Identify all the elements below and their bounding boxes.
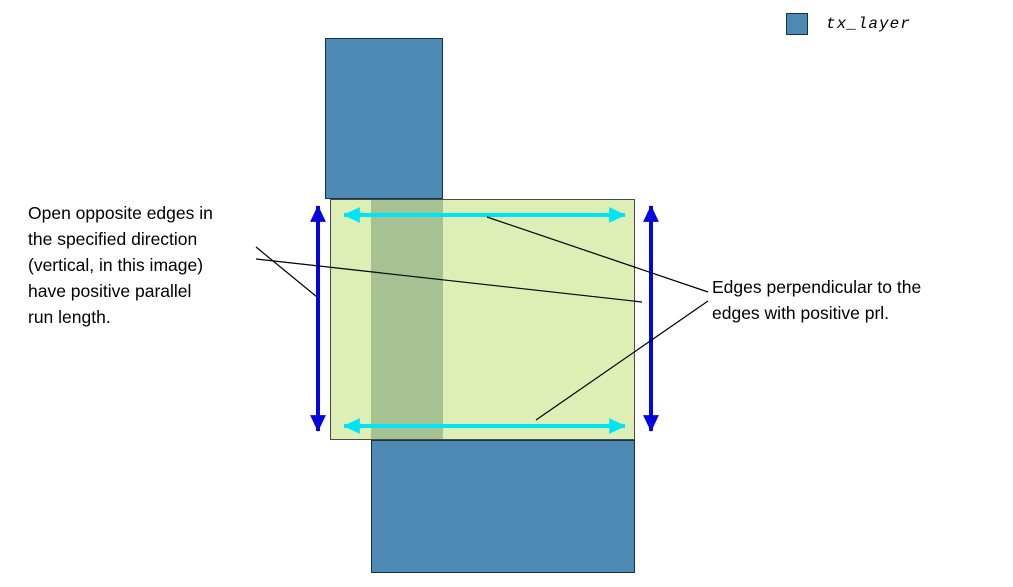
annotation-line: Open opposite edges in xyxy=(28,203,213,223)
annotation-line: have positive parallel xyxy=(28,281,192,301)
annotation-line: run length. xyxy=(28,307,111,327)
annotation-line: edges with positive prl. xyxy=(712,303,890,323)
annotation-line: (vertical, in this image) xyxy=(28,255,204,275)
tx-layer-swatch xyxy=(786,13,808,35)
right-annotation: Edges perpendicular to the edges with po… xyxy=(712,274,992,326)
overlap-region-rect xyxy=(371,200,443,439)
tx-layer-top-rect xyxy=(325,38,443,199)
tx-layer-bottom-rect xyxy=(371,440,635,573)
tx-layer-label: tx_layer xyxy=(826,15,911,33)
annotation-line: the specified direction xyxy=(28,229,198,249)
annotation-line: Edges perpendicular to the xyxy=(712,277,922,297)
left-annotation: Open opposite edges in the specified dir… xyxy=(28,200,278,330)
legend: tx_layer xyxy=(786,13,911,35)
